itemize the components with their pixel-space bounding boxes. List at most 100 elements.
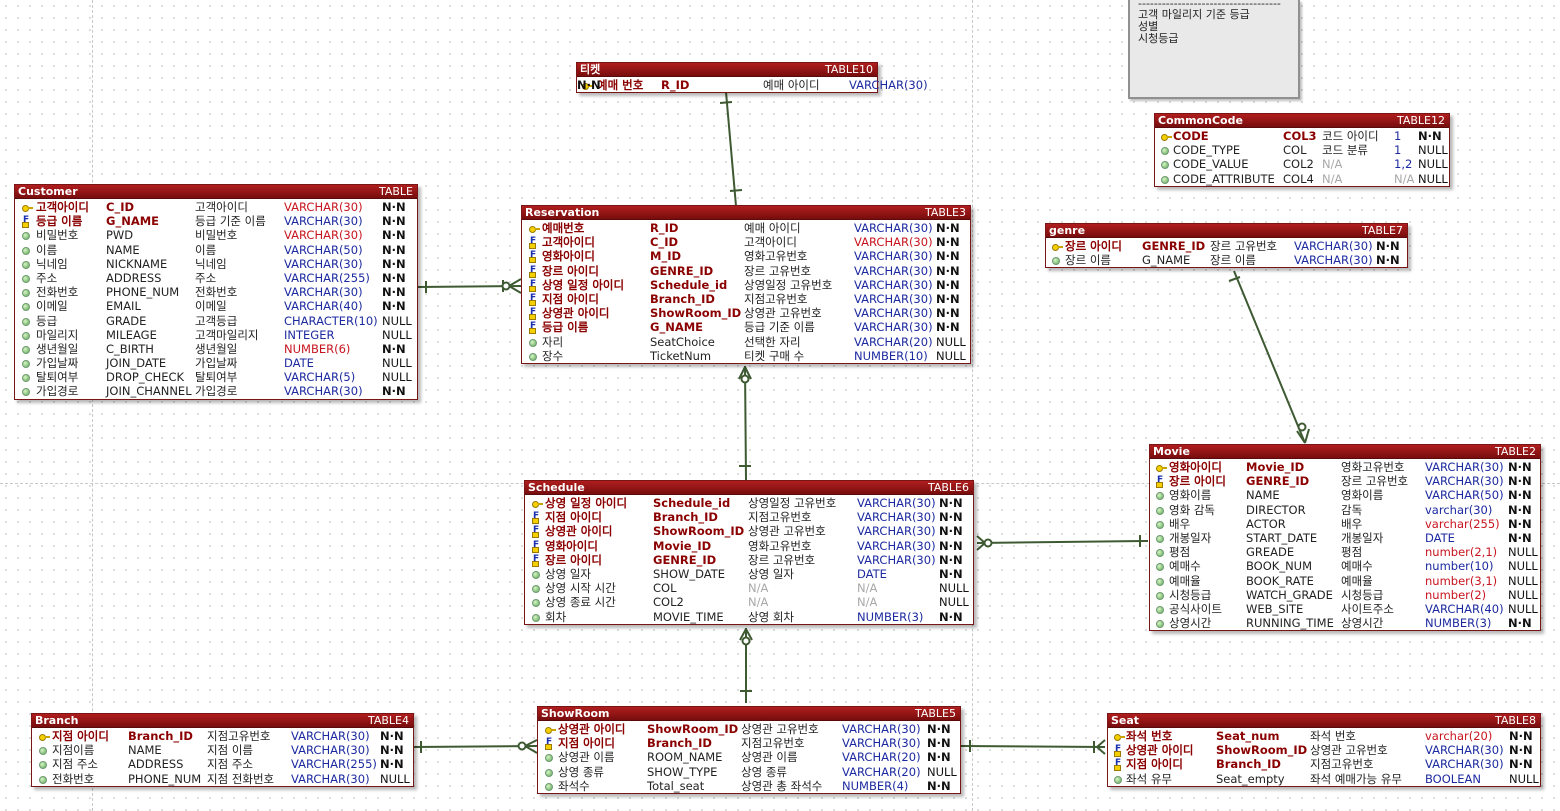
- column-nullability: N·N: [939, 524, 963, 539]
- column-datatype: varchar(255): [1425, 516, 1500, 531]
- column-logical-name: 지점 아이디: [52, 729, 109, 743]
- column-logical-name: 닉네임: [36, 256, 68, 271]
- column-logical-name: 지점 아이디: [545, 510, 602, 525]
- column-nullability: N·N: [382, 228, 406, 243]
- column-icon: [1161, 175, 1170, 184]
- memo-note[interactable]: ------------------------------------ 고객 …: [1128, 0, 1300, 99]
- primary-key-icon: [39, 732, 50, 741]
- column-logical-name: 비밀번호: [36, 228, 79, 243]
- column-comment: 지점고유번호: [1310, 757, 1374, 772]
- foreign-key-icon: [1114, 756, 1123, 772]
- column-nullability: NULL: [1508, 545, 1538, 560]
- table-tag: TABLE: [378, 185, 413, 198]
- column-datatype: NUMBER(4): [842, 778, 909, 793]
